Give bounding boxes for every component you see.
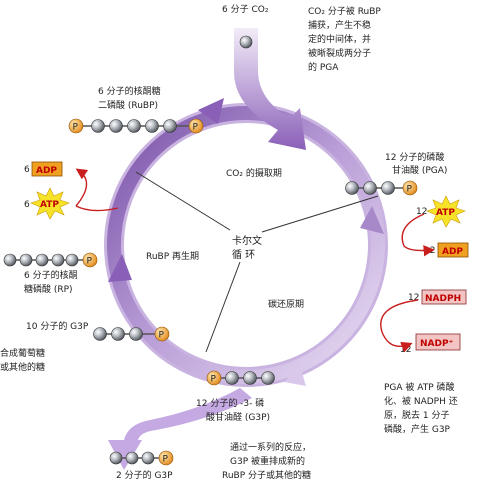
pga-label: 12 分子的磷酸 甘油酸 (PGA) [385, 151, 447, 176]
svg-text:P: P [87, 257, 93, 267]
svg-text:6 分子的核酮: 6 分子的核酮 [24, 269, 78, 281]
phosphate-icon [154, 326, 170, 342]
svg-text:磷酸，产生 G3P: 磷酸，产生 G3P [384, 423, 451, 435]
svg-text:定的中间体，并: 定的中间体，并 [308, 33, 371, 45]
svg-text:P: P [211, 375, 217, 385]
phosphate-icon [82, 252, 98, 268]
nadph-cofactors: 12 NADPH 12 NADP⁺ [380, 289, 467, 355]
svg-text:G3P 被重排成新的: G3P 被重排成新的 [230, 455, 305, 467]
g3p-2-molecule: P [109, 450, 174, 466]
svg-text:CO₂ 分子被 RuBP: CO₂ 分子被 RuBP [308, 5, 381, 17]
svg-text:被晰裂成两分子: 被晰裂成两分子 [308, 47, 371, 59]
left-cofactors: 6 ADP 6 ATP [24, 161, 119, 220]
atp-burst-icon [30, 187, 70, 220]
atp-burst-icon [426, 195, 466, 228]
right-cofactors: 12 ATP 12 ADP [401, 195, 469, 258]
co2-molecule [239, 35, 253, 49]
nadph-label: NADPH [425, 294, 461, 304]
adp-left-count: 6 [24, 165, 30, 175]
svg-text:P: P [407, 185, 413, 195]
svg-text:P: P [193, 123, 199, 133]
svg-text:RuBP 分子或其他的糖: RuBP 分子或其他的糖 [222, 469, 311, 481]
svg-text:酸甘油醛 (G3P): 酸甘油醛 (G3P) [206, 411, 270, 423]
co2-input-arrow [234, 28, 306, 150]
atp-right-count: 12 [416, 207, 427, 217]
adp-right-box [437, 242, 469, 258]
svg-text:12 分子的 -3- 磷: 12 分子的 -3- 磷 [196, 397, 264, 409]
svg-text:P: P [159, 331, 165, 341]
g3p-10-molecule: P [93, 326, 170, 342]
nadph-count: 12 [408, 293, 419, 303]
synthesis-label: 合成葡萄糖 或其他的糖 [0, 347, 45, 373]
g3p-2-label: 2 分子的 G3P [116, 469, 173, 481]
svg-text:的 PGA: 的 PGA [308, 61, 339, 73]
nadp-box [415, 333, 461, 351]
reduction-phase-label: 碳还原期 [268, 298, 304, 310]
phosphate-icon [206, 370, 222, 386]
svg-text:PGA 被 ATP 磷酸: PGA 被 ATP 磷酸 [384, 381, 455, 393]
svg-text:P: P [73, 123, 79, 133]
phosphate-icon [68, 118, 84, 134]
rubp-regen-phase-label: RuBP 再生期 [146, 250, 199, 262]
pga-molecule: P [345, 180, 418, 196]
svg-text:循 环: 循 环 [232, 248, 255, 261]
phosphate-icon [188, 118, 204, 134]
g3p-10-label: 10 分子的 G3P [26, 320, 89, 332]
red-arrow-nadph [380, 299, 419, 353]
adp-left-box [31, 161, 63, 177]
rp-label: 6 分子的核酮 糖磷酸 (RP) [24, 269, 78, 295]
red-arrow-atp-left [75, 205, 119, 212]
output-arrow [108, 388, 252, 470]
g3p-12-label: 12 分子的 -3- 磷 酸甘油醛 (G3P) [196, 397, 270, 423]
rearrange-note: 通过一系列的反应， G3P 被重排成新的 RuBP 分子或其他的糖 [222, 441, 311, 481]
adp-right-label: ADP [442, 247, 463, 257]
svg-text:或其他的糖: 或其他的糖 [0, 361, 45, 373]
rubp-top-label: 6 分子的核酮糖 二磷酸 (RuBP) [98, 85, 161, 111]
g3p-12-molecule: P [206, 370, 275, 386]
rubp-top-molecule: P P [68, 118, 204, 134]
nadp-label: NADP⁺ [420, 339, 454, 349]
red-arrow-atp-right [401, 213, 435, 257]
phosphate-icon [158, 450, 174, 466]
co2-capture-note: CO₂ 分子被 RuBP 捕获，产生不稳 定的中间体，并 被晰裂成两分子 的 P… [308, 5, 381, 73]
atp-left-count: 6 [24, 200, 30, 210]
svg-text:卡尔文: 卡尔文 [232, 234, 262, 247]
ring-arrowhead-right [360, 206, 384, 234]
svg-text:原，脱去 1 分子: 原，脱去 1 分子 [384, 409, 449, 421]
co2-fixation-phase-label: CO₂ 的摄取期 [226, 167, 282, 179]
svg-text:6 分子的核酮糖: 6 分子的核酮糖 [98, 85, 161, 97]
ring-arrowhead-left [108, 254, 132, 282]
svg-text:12 分子的磷酸: 12 分子的磷酸 [385, 151, 444, 163]
atp-left-label: ATP [40, 200, 59, 210]
calvin-cycle-label: 卡尔文 循 环 [232, 234, 262, 261]
svg-text:甘油酸 (PGA): 甘油酸 (PGA) [392, 164, 447, 176]
svg-text:通过一系列的反应，: 通过一系列的反应， [230, 441, 311, 453]
svg-text:P: P [163, 455, 169, 465]
centre-spokes [135, 171, 379, 353]
atp-right-label: ATP [436, 208, 455, 218]
ring-arrowhead-top [198, 98, 224, 124]
svg-text:二磷酸 (RuBP): 二磷酸 (RuBP) [98, 99, 158, 111]
rp-molecule: P [3, 252, 98, 268]
phosphate-icon [402, 180, 418, 196]
svg-text:糖磷酸 (RP): 糖磷酸 (RP) [24, 283, 73, 295]
nadph-box [421, 289, 467, 305]
co2-input-label: 6 分子 CO₂ [222, 4, 269, 15]
svg-text:化、被 NADPH 还: 化、被 NADPH 还 [384, 395, 458, 407]
pga-reduction-note: PGA 被 ATP 磷酸 化、被 NADPH 还 原，脱去 1 分子 磷酸，产生… [384, 381, 458, 435]
red-arrow-adp-left [75, 168, 89, 207]
svg-text:合成葡萄糖: 合成葡萄糖 [0, 347, 45, 359]
svg-text:捕获，产生不稳: 捕获，产生不稳 [308, 19, 371, 31]
adp-left-label: ADP [36, 166, 57, 176]
ring-arrowhead-bottom [284, 366, 306, 386]
